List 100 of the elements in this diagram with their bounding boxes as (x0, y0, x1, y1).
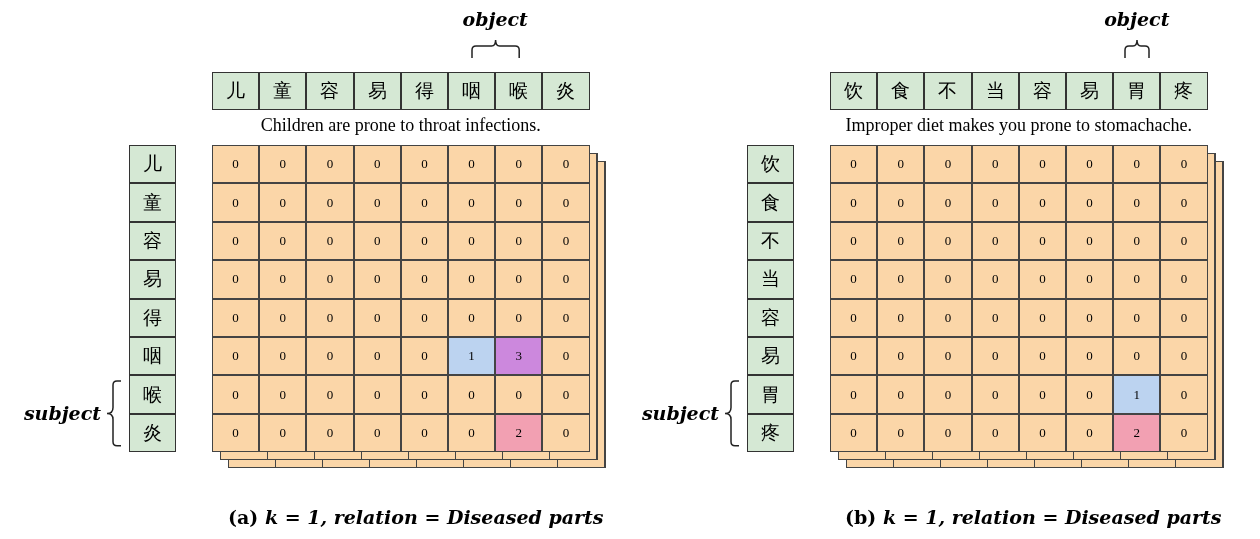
matrix-cell: 0 (1018, 145, 1066, 184)
matrix-cell: 0 (1160, 145, 1208, 184)
matrix-cell: 0 (1066, 260, 1114, 299)
matrix-cell: 0 (495, 145, 543, 184)
matrix-cell: 0 (306, 260, 354, 299)
matrix-cell: 0 (971, 375, 1019, 414)
matrix-cell: 3 (495, 337, 543, 376)
matrix-cell: 0 (400, 337, 448, 376)
matrix-cell: 0 (830, 298, 878, 337)
matrix-cell: 0 (212, 413, 260, 453)
matrix-cell: 0 (877, 375, 925, 414)
token-cell: 易 (747, 337, 795, 376)
token-cell: 得 (129, 298, 177, 337)
token-cell: 喉 (129, 375, 177, 414)
matrix-cell: 0 (1160, 375, 1208, 414)
matrix-cell: 0 (400, 183, 448, 222)
matrix-cell: 0 (212, 221, 260, 261)
matrix-cell: 0 (924, 145, 972, 184)
figure-caption: (b) k = 1, relation = Diseased parts (845, 506, 1223, 530)
matrix-cell: 0 (1160, 221, 1208, 261)
token-cell: 当 (971, 72, 1019, 111)
matrix-cell: 0 (212, 375, 260, 414)
matrix-cell: 0 (495, 298, 543, 337)
matrix-cell: 0 (830, 260, 878, 299)
matrix-cell: 0 (1066, 375, 1114, 414)
matrix-cell: 0 (259, 145, 307, 184)
token-cell: 胃 (747, 375, 795, 414)
token-cell: 疼 (1160, 72, 1208, 111)
matrix-cell: 0 (212, 183, 260, 222)
matrix-cell: 0 (1160, 183, 1208, 222)
matrix-cell: 0 (259, 337, 307, 376)
matrix-cell: 0 (306, 337, 354, 376)
object-label: object (461, 8, 529, 32)
matrix-cell: 0 (924, 183, 972, 222)
token-cell: 儿 (129, 145, 177, 184)
token-cell: 咽 (448, 72, 496, 111)
matrix-cell: 0 (1160, 337, 1208, 376)
matrix-cell: 0 (1113, 145, 1161, 184)
matrix-cell: 0 (877, 260, 925, 299)
token-cell: 饮 (830, 72, 878, 111)
token-cell: 易 (129, 260, 177, 299)
matrix-cell: 0 (542, 183, 590, 222)
matrix-cell: 0 (971, 221, 1019, 261)
matrix-cell: 0 (1113, 183, 1161, 222)
matrix-cell: 0 (259, 260, 307, 299)
matrix-cell: 0 (924, 413, 972, 453)
token-cell: 咽 (129, 337, 177, 376)
matrix-cell: 0 (212, 337, 260, 376)
matrix-cell: 0 (353, 298, 401, 337)
token-cell: 不 (924, 72, 972, 111)
matrix-cell: 0 (306, 183, 354, 222)
matrix-cell: 0 (971, 337, 1019, 376)
matrix-cell: 0 (542, 413, 590, 453)
matrix-cell: 0 (400, 145, 448, 184)
matrix-cell: 0 (1018, 183, 1066, 222)
matrix-cell: 0 (924, 298, 972, 337)
matrix-cell: 0 (400, 298, 448, 337)
matrix-cell: 0 (1160, 260, 1208, 299)
matrix-cell: 0 (971, 183, 1019, 222)
matrix-cell: 0 (495, 183, 543, 222)
matrix-cell: 0 (877, 337, 925, 376)
sentence-text: Children are prone to throat infections. (259, 115, 542, 137)
matrix-cell: 0 (1018, 298, 1066, 337)
token-cell: 易 (353, 72, 401, 111)
matrix-cell: 0 (495, 375, 543, 414)
matrix-cell: 0 (448, 145, 496, 184)
matrix-cell: 0 (1066, 145, 1114, 184)
matrix-cell: 0 (306, 298, 354, 337)
matrix-cell: 0 (448, 183, 496, 222)
token-cell: 儿 (212, 72, 260, 111)
subject-label: subject (22, 401, 101, 426)
matrix-cell: 0 (1113, 298, 1161, 337)
matrix-cell: 0 (448, 298, 496, 337)
token-cell: 炎 (542, 72, 590, 111)
matrix-cell: 0 (448, 221, 496, 261)
matrix-cell: 1 (1113, 375, 1161, 414)
matrix-cell: 0 (495, 260, 543, 299)
matrix-cell: 0 (1018, 413, 1066, 453)
matrix-cell: 0 (1018, 337, 1066, 376)
matrix-cell: 0 (924, 221, 972, 261)
matrix-cell: 2 (495, 413, 543, 453)
matrix-cell: 0 (400, 413, 448, 453)
matrix-cell: 0 (212, 260, 260, 299)
matrix-cell: 0 (1018, 221, 1066, 261)
matrix-cell: 2 (1113, 413, 1161, 453)
matrix-cell: 0 (306, 221, 354, 261)
matrix-cell: 0 (495, 221, 543, 261)
matrix-cell: 0 (877, 298, 925, 337)
matrix-cell: 0 (877, 221, 925, 261)
matrix-cell: 0 (924, 337, 972, 376)
matrix-cell: 0 (877, 413, 925, 453)
token-cell: 食 (747, 183, 795, 222)
matrix-cell: 0 (971, 413, 1019, 453)
matrix-cell: 0 (1018, 260, 1066, 299)
object-label: object (1103, 8, 1171, 32)
matrix-cell: 0 (542, 375, 590, 414)
matrix-cell: 0 (353, 260, 401, 299)
matrix-cell: 0 (259, 413, 307, 453)
matrix-cell: 0 (971, 260, 1019, 299)
matrix-cell: 0 (259, 375, 307, 414)
